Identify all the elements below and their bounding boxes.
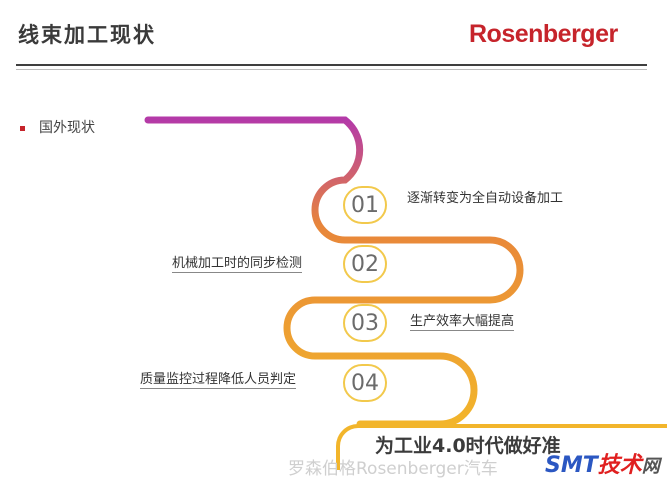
step-badge-04: 04 <box>343 364 387 402</box>
step-label-01: 逐渐转变为全自动设备加工 <box>407 191 564 206</box>
header-rule <box>16 64 647 66</box>
banner-text: 为工业4.0时代做好准 <box>375 435 561 457</box>
watermark-text: 罗森伯格Rosenberger汽车 <box>288 459 498 479</box>
header-rule-thin <box>16 69 647 70</box>
step-label-04: 质量监控过程降低人员判定 <box>140 372 297 389</box>
step-label-03: 生产效率大幅提高 <box>410 314 515 331</box>
brand-logo: Rosenberger <box>469 20 618 48</box>
site-logo: SMT技术网 <box>545 453 660 478</box>
bullet-text: 国外现状 <box>39 120 95 136</box>
bullet-marker <box>20 126 25 131</box>
banner-frame <box>336 424 667 470</box>
slide-title: 线束加工现状 <box>18 23 156 47</box>
step-badge-03: 03 <box>343 304 387 342</box>
step-badge-02: 02 <box>343 245 387 283</box>
step-label-02: 机械加工时的同步检测 <box>172 256 303 273</box>
step-badge-01: 01 <box>343 186 387 224</box>
